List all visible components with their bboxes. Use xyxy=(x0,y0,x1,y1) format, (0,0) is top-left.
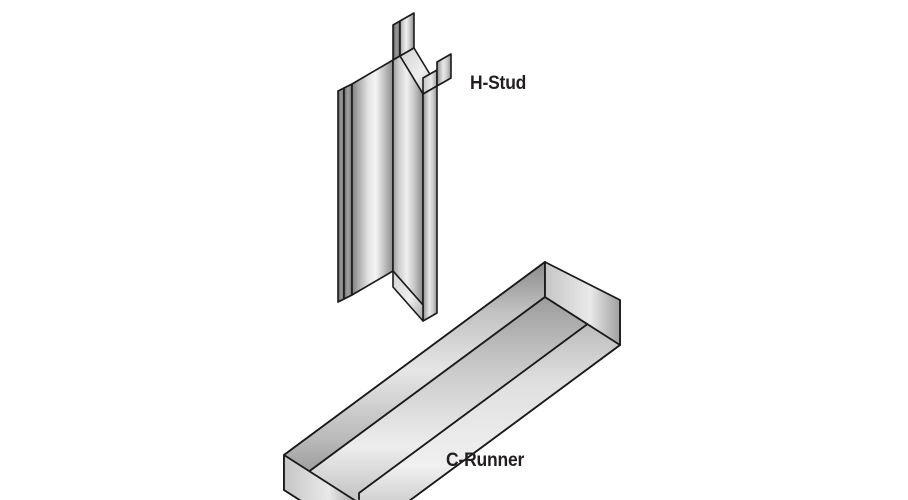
h-stud-right-flange-face xyxy=(422,85,438,322)
h-stud-left-flange-outer-face xyxy=(343,83,353,300)
h-stud-top-left-wing xyxy=(392,20,401,61)
c-runner-left-end-cap xyxy=(283,454,356,500)
h-stud-right-flange-upper xyxy=(436,53,452,87)
h-stud-drawing xyxy=(337,12,452,322)
h-stud-web-face xyxy=(392,55,424,306)
h-stud-left-flange-bottom-cap xyxy=(337,294,353,303)
c-runner-right-end-cap xyxy=(544,261,621,346)
h-stud-label: H-Stud xyxy=(470,73,527,94)
h-stud-left-flange-back-edge xyxy=(337,87,345,303)
h-stud-bottom-web-surface xyxy=(392,270,424,322)
c-runner-label: C-Runner xyxy=(446,450,525,471)
h-stud-left-flange-face xyxy=(351,59,394,296)
c-runner-drawing xyxy=(283,261,621,500)
